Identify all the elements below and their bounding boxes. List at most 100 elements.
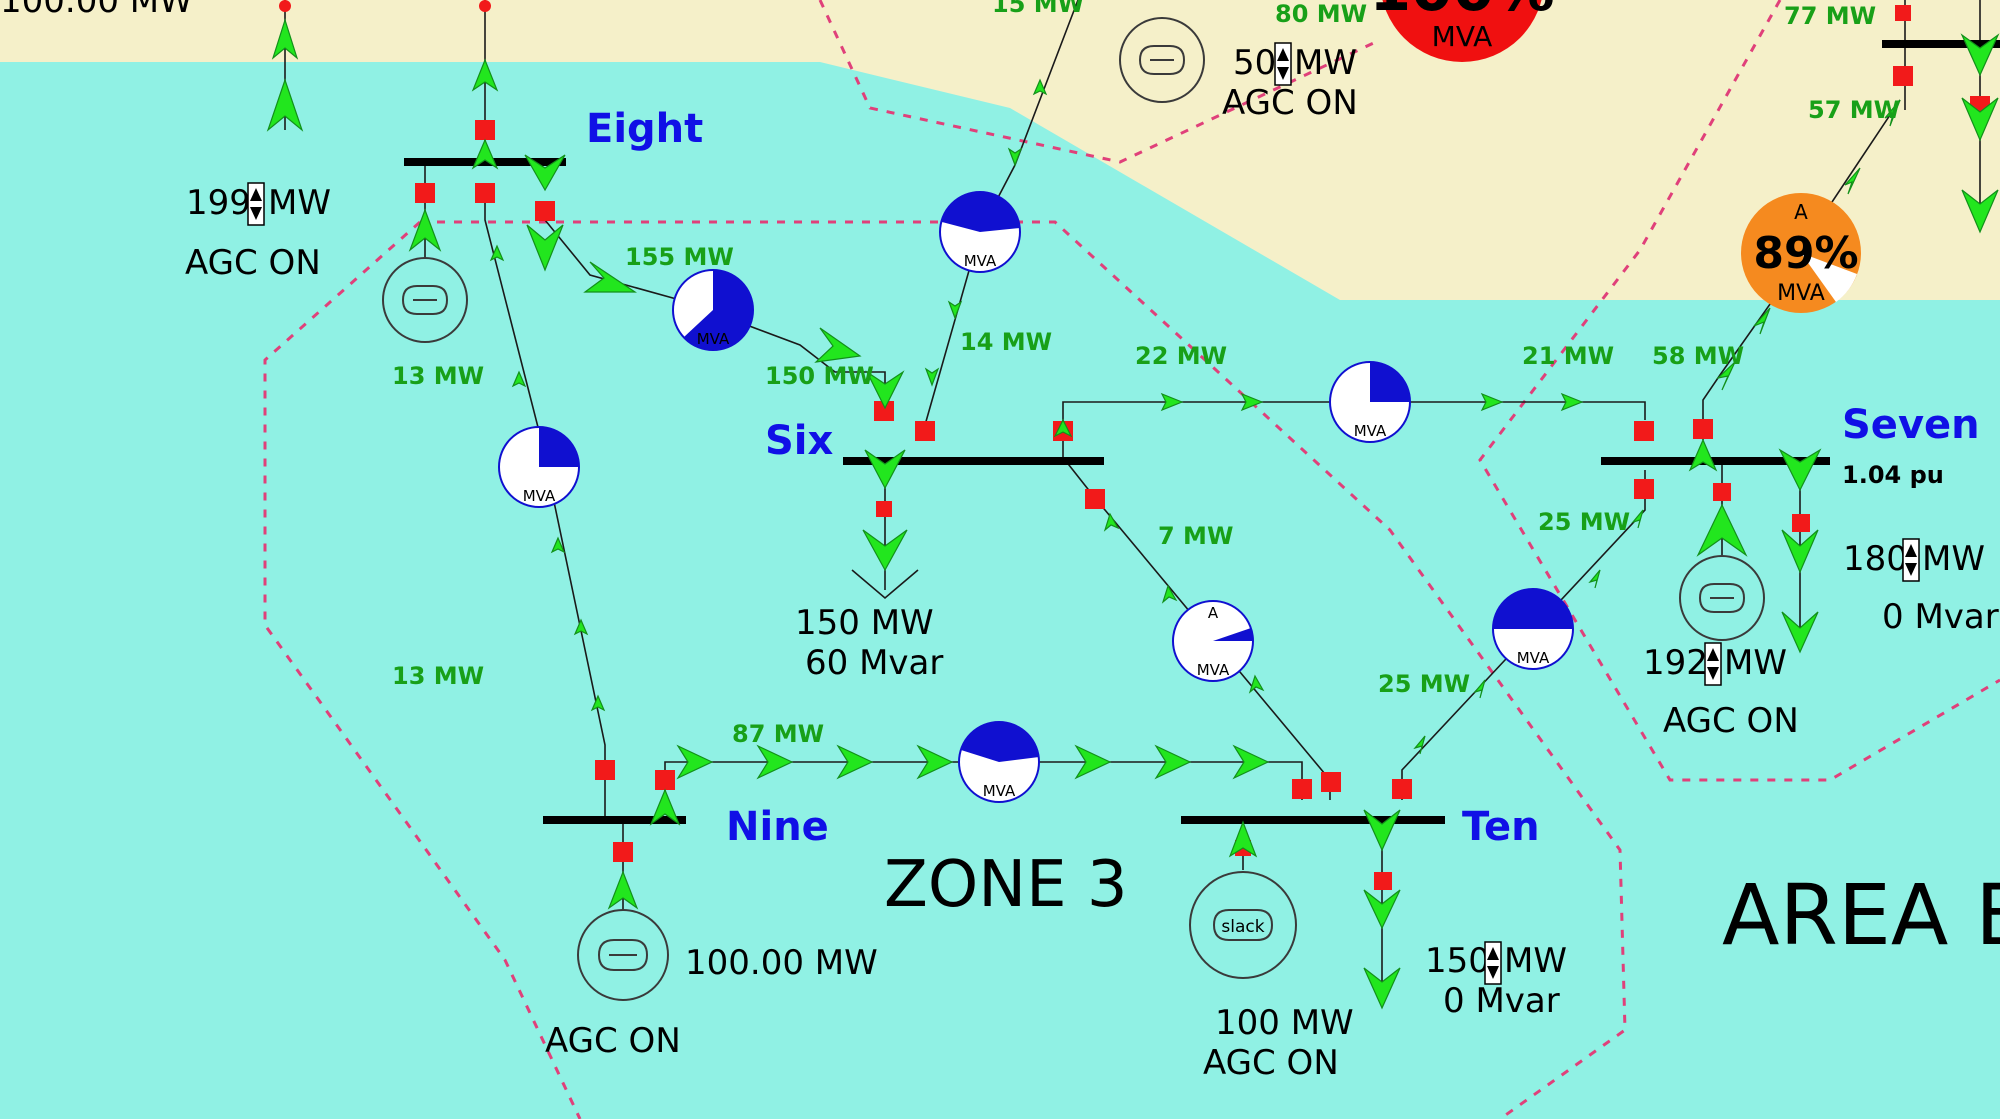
breaker-icon[interactable] bbox=[876, 501, 892, 517]
breaker-icon[interactable] bbox=[915, 421, 935, 441]
gen-seven-agc[interactable]: AGC ON bbox=[1663, 701, 1799, 741]
flow-arrow-icon bbox=[865, 370, 905, 410]
spin-up-icon[interactable] bbox=[250, 188, 262, 201]
generator-icon[interactable] bbox=[577, 909, 669, 1001]
generator-icon[interactable] bbox=[382, 257, 468, 343]
breaker-icon[interactable] bbox=[1792, 514, 1810, 532]
spin-down-icon[interactable] bbox=[1905, 563, 1917, 576]
mva-pie-fill bbox=[961, 721, 1039, 762]
spin-down-icon[interactable] bbox=[1277, 67, 1289, 80]
spin-down-icon[interactable] bbox=[1707, 667, 1719, 680]
gen-ten-agc[interactable]: AGC ON bbox=[1203, 1043, 1339, 1083]
spin-up-icon[interactable] bbox=[1277, 48, 1289, 61]
breaker-icon[interactable] bbox=[1085, 489, 1105, 509]
breaker-icon[interactable] bbox=[475, 120, 495, 140]
spin-down-icon[interactable] bbox=[1487, 966, 1499, 979]
meter-amp-label: A bbox=[1208, 604, 1219, 622]
gen-top-unit: MW bbox=[1294, 43, 1357, 83]
mva-meter-six-ten[interactable]: A MVA bbox=[1172, 600, 1254, 682]
breaker-icon[interactable] bbox=[1321, 772, 1341, 792]
gen-nine-agc[interactable]: AGC ON bbox=[545, 1021, 681, 1061]
mva-meter-red-top[interactable]: 100% MVA bbox=[1369, 0, 1555, 62]
mva-meter-ten-seven[interactable]: MVA bbox=[1492, 588, 1574, 670]
flow-arrow-icon bbox=[1696, 503, 1748, 557]
generator-ten-slack[interactable]: slack bbox=[1189, 871, 1297, 979]
mva-meter-top-six[interactable]: MVA bbox=[939, 191, 1021, 273]
mva-label: MVA bbox=[1354, 422, 1387, 440]
spin-control[interactable] bbox=[247, 182, 265, 226]
breaker-icon[interactable] bbox=[1374, 872, 1392, 890]
breaker-icon[interactable] bbox=[535, 201, 555, 221]
breaker-icon[interactable] bbox=[1392, 779, 1412, 799]
load-arrow-icon bbox=[1960, 33, 2000, 77]
spin-up-icon[interactable] bbox=[1905, 544, 1917, 557]
flow-arrow-icon bbox=[836, 744, 874, 780]
flow-arrow-icon bbox=[511, 370, 527, 388]
load-seven-spinner[interactable] bbox=[1902, 538, 1920, 582]
spin-down-icon[interactable] bbox=[250, 207, 262, 220]
breaker-icon[interactable] bbox=[1292, 779, 1312, 799]
flow-label: 155 MW bbox=[625, 243, 734, 271]
gen-top-agc[interactable]: AGC ON bbox=[1222, 83, 1358, 123]
breaker-icon[interactable] bbox=[475, 183, 495, 203]
flow-arrow-icon bbox=[814, 327, 862, 363]
generator-seven[interactable] bbox=[1679, 555, 1765, 641]
gen-eight-agc[interactable]: AGC ON bbox=[185, 243, 321, 283]
gen-eight-spinner[interactable] bbox=[247, 182, 265, 226]
bus-label-seven: Seven bbox=[1842, 402, 1980, 448]
flow-label: 87 MW bbox=[732, 720, 824, 748]
breaker-icon[interactable] bbox=[1895, 5, 1911, 21]
generator-icon[interactable] bbox=[1679, 555, 1765, 641]
load-six-mvar: 60 Mvar bbox=[805, 643, 943, 683]
generator-top[interactable] bbox=[1119, 17, 1205, 103]
bus-label-nine: Nine bbox=[726, 804, 829, 850]
flow-arrow-icon bbox=[1480, 392, 1504, 412]
load-six-mw: 150 MW bbox=[795, 603, 934, 643]
generator-eight[interactable] bbox=[382, 257, 468, 343]
breaker-icon[interactable] bbox=[1893, 66, 1913, 86]
gen-seven-spinner[interactable] bbox=[1704, 642, 1722, 686]
mva-pie-icon[interactable] bbox=[1380, 0, 1544, 62]
flow-arrow-icon bbox=[756, 744, 794, 780]
breaker-icon[interactable] bbox=[1634, 479, 1654, 499]
flow-label: 21 MW bbox=[1522, 342, 1614, 370]
generator-icon[interactable] bbox=[1119, 17, 1205, 103]
breaker-icon[interactable] bbox=[613, 842, 633, 862]
generator-nine[interactable] bbox=[577, 909, 669, 1001]
breaker-icon[interactable] bbox=[1634, 421, 1654, 441]
flow-arrow-icon bbox=[1560, 392, 1584, 412]
mva-label: MVA bbox=[1432, 20, 1493, 53]
gen-eight-unit: MW bbox=[268, 183, 331, 223]
flow-label: 14 MW bbox=[960, 328, 1052, 356]
breaker-icon[interactable] bbox=[595, 760, 615, 780]
mva-meter-orange[interactable]: A 89% MVA bbox=[1741, 193, 1861, 313]
mva-meter-six-seven[interactable]: MVA bbox=[1329, 361, 1411, 443]
spin-control[interactable] bbox=[1704, 642, 1722, 686]
gen-ten-value: 100 MW bbox=[1215, 1003, 1354, 1043]
breaker-icon[interactable] bbox=[1693, 419, 1713, 439]
generator-symbol bbox=[597, 939, 649, 971]
spin-up-icon[interactable] bbox=[1487, 947, 1499, 960]
load-seven-mvar: 0 Mvar bbox=[1882, 597, 1999, 637]
spin-up-icon[interactable] bbox=[1707, 648, 1719, 661]
flow-label: 25 MW bbox=[1538, 508, 1630, 536]
spin-control[interactable] bbox=[1274, 42, 1292, 86]
breaker-icon[interactable] bbox=[874, 401, 894, 421]
flow-label: 58 MW bbox=[1652, 342, 1744, 370]
breaker-icon[interactable] bbox=[1713, 483, 1731, 501]
breaker-icon[interactable] bbox=[655, 770, 675, 790]
breaker-icon[interactable] bbox=[415, 183, 435, 203]
zone-area-b-border bbox=[1478, 0, 2000, 782]
mva-meter-nine-ten[interactable]: MVA bbox=[958, 721, 1040, 803]
load-ten-spinner[interactable] bbox=[1484, 941, 1502, 985]
spin-control[interactable] bbox=[1484, 941, 1502, 985]
flow-arrow-icon bbox=[1248, 674, 1265, 694]
mva-meter-eight-nine[interactable]: MVA bbox=[498, 426, 580, 508]
flow-arrow-icon bbox=[1154, 744, 1192, 780]
generator-icon[interactable] bbox=[1189, 871, 1297, 979]
breaker-icon bbox=[479, 0, 491, 12]
spin-control[interactable] bbox=[1902, 538, 1920, 582]
gen-top-spinner[interactable] bbox=[1274, 42, 1292, 86]
mva-meter-eight-six[interactable]: MVA bbox=[672, 269, 754, 351]
flow-arrow-icon bbox=[590, 694, 606, 712]
